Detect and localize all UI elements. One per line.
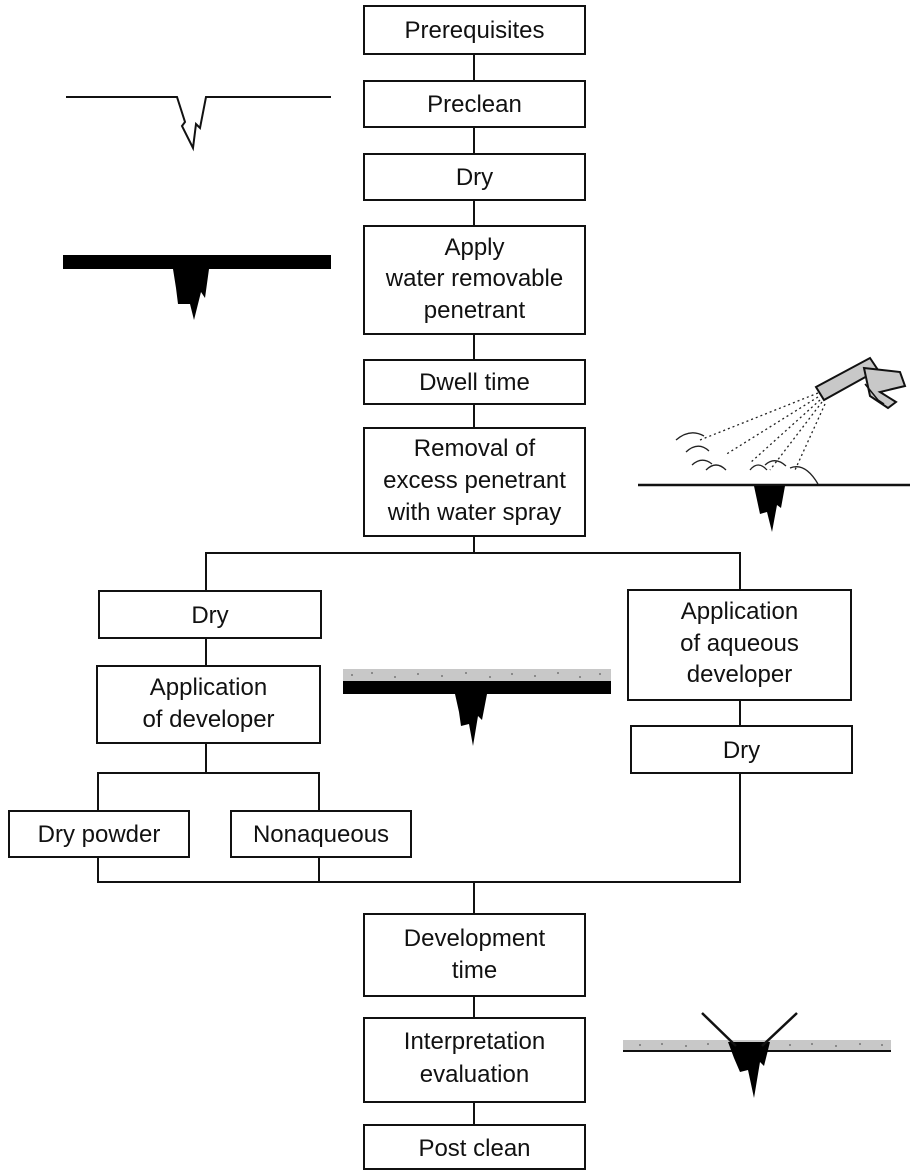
- step-label-line1: Development: [404, 925, 546, 952]
- step-label-line2: time: [452, 957, 497, 984]
- connectors: [97, 54, 741, 1125]
- step-label-line1: Interpretation: [404, 1028, 545, 1055]
- clean-crack-icon: [66, 96, 331, 152]
- step-preclean: Preclean: [363, 80, 586, 128]
- step-label: Post clean: [418, 1135, 530, 1162]
- step-label: Dry: [723, 737, 760, 764]
- step-label: Dry: [191, 602, 228, 629]
- step-label-line3: penetrant: [424, 297, 526, 324]
- step-dwell-time: Dwell time: [363, 359, 586, 405]
- step-label-line1: Application: [681, 598, 798, 625]
- spray-gun-icon: [638, 356, 910, 532]
- step-dry-powder: Dry powder: [8, 810, 190, 858]
- step-dry-right: Dry: [630, 725, 853, 774]
- step-dry-left: Dry: [98, 590, 322, 639]
- step-post-clean: Post clean: [363, 1124, 586, 1170]
- step-interpretation-evaluation: Interpretation evaluation: [363, 1017, 586, 1103]
- step-removal-excess-penetrant: Removal of excess penetrant with water s…: [363, 427, 586, 537]
- step-prerequisites: Prerequisites: [363, 5, 586, 55]
- penetrant-filled-crack-icon: [63, 255, 331, 320]
- step-nonaqueous: Nonaqueous: [230, 810, 412, 858]
- step-label-line1: Apply: [444, 234, 504, 261]
- step-label-line3: developer: [687, 661, 792, 688]
- step-development-time: Development time: [363, 913, 586, 997]
- step-label: Nonaqueous: [253, 821, 389, 848]
- indication-bleedout-icon: [623, 1012, 891, 1098]
- developer-layer-icon: [343, 669, 611, 746]
- step-label-line1: Application: [150, 674, 267, 701]
- step-dry: Dry: [363, 153, 586, 201]
- step-label-line2: of aqueous: [680, 630, 799, 657]
- step-label-line2: evaluation: [420, 1061, 529, 1088]
- step-label-line1: Removal of: [414, 435, 536, 462]
- step-label: Dry powder: [38, 821, 161, 848]
- step-label-line3: with water spray: [387, 499, 561, 526]
- step-label: Prerequisites: [404, 17, 544, 44]
- step-label-line2: excess penetrant: [383, 467, 566, 494]
- step-label: Preclean: [427, 91, 522, 118]
- step-application-aqueous-developer: Application of aqueous developer: [627, 589, 852, 701]
- step-application-of-developer: Application of developer: [96, 665, 321, 744]
- step-apply-penetrant: Apply water removable penetrant: [363, 225, 586, 335]
- step-label: Dry: [456, 164, 493, 191]
- step-label: Dwell time: [419, 369, 530, 396]
- step-label-line2: water removable: [385, 265, 563, 292]
- step-label-line2: of developer: [142, 706, 274, 733]
